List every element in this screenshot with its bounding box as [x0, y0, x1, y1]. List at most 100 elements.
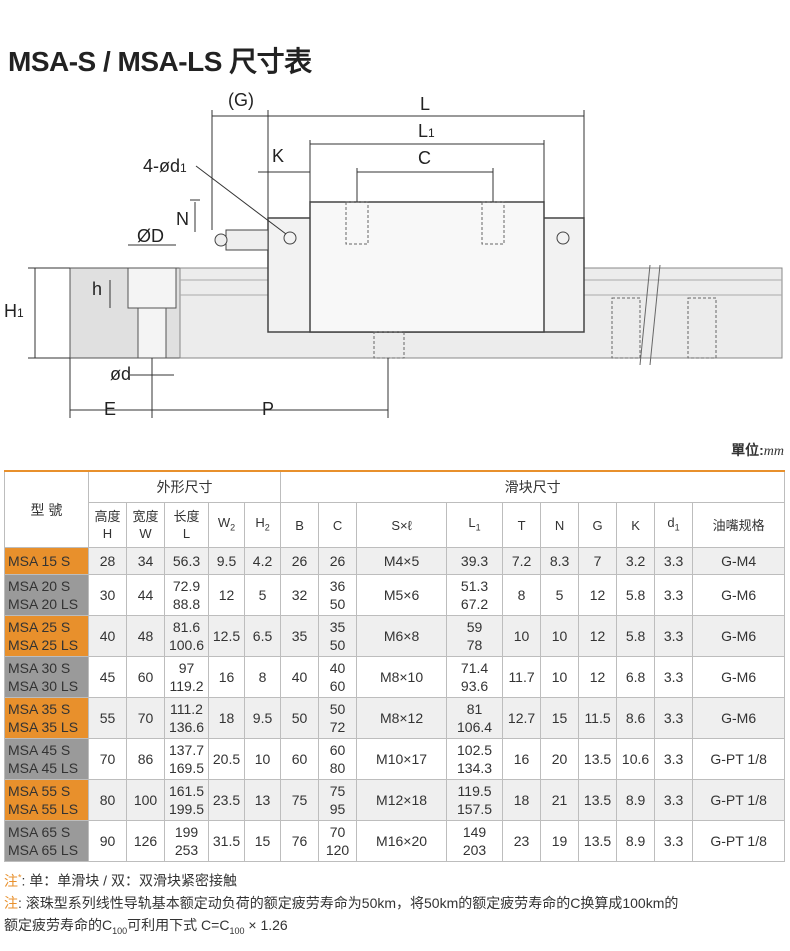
- table-cell-w: 86: [126, 738, 165, 780]
- dim-label-c: C: [418, 148, 431, 168]
- table-cell-s: M10×17: [356, 738, 448, 780]
- table-cell-k: 3.2: [616, 547, 656, 575]
- sub-header-symbol: L1: [468, 514, 481, 533]
- dim-label-l1: L: [418, 121, 428, 141]
- table-cell-h2: 8: [243, 656, 282, 698]
- sub-header-main: 宽度: [132, 509, 159, 524]
- table-cell-h2: 4.2: [243, 547, 282, 575]
- svg-text:H1: H1: [4, 301, 24, 321]
- table-cell-d1: 3.3: [654, 547, 694, 575]
- table-cell-w2: 12: [208, 574, 245, 616]
- sub-header: S×ℓ: [356, 502, 448, 548]
- table-cell-g: 13.5: [578, 820, 618, 862]
- note-1: 注*: 单：单滑块 / 双：双滑块紧密接触: [4, 866, 678, 892]
- table-cell-b: 75: [280, 779, 320, 821]
- sub-header-symbol: W: [139, 526, 152, 541]
- table-cell-nipple: G-M6: [692, 615, 786, 657]
- table-cell-h2: 13: [243, 779, 282, 821]
- sub-header-main: 油嘴规格: [712, 517, 765, 533]
- table-cell-s: M12×18: [356, 779, 448, 821]
- table-cell-d1: 3.3: [654, 697, 694, 739]
- table-cell-h2: 10: [243, 738, 282, 780]
- table-cell-g: 12: [578, 615, 618, 657]
- dim-label-h1-sub: 1: [17, 306, 24, 320]
- table-cell-n: 20: [540, 738, 580, 780]
- table-cell-d1: 3.3: [654, 820, 694, 862]
- sub-header: T: [502, 502, 542, 548]
- sub-header-symbol: K: [631, 517, 640, 533]
- unit-label-text: 單位:: [731, 442, 764, 458]
- model-header: 型 號: [4, 470, 89, 548]
- table-cell-s: M8×12: [356, 697, 448, 739]
- table-cell-h: 30: [88, 574, 127, 616]
- table-cell-n: 21: [540, 779, 580, 821]
- sub-header: 宽度 W: [126, 502, 165, 548]
- sub-header-symbol: N: [554, 517, 565, 533]
- table-cell-w: 48: [126, 615, 165, 657]
- table-cell-h: 70: [88, 738, 127, 780]
- svg-text:L1: L1: [418, 121, 435, 141]
- table-cell-s: M6×8: [356, 615, 448, 657]
- unit-value: mm: [763, 444, 784, 459]
- table-cell-w2: 23.5: [208, 779, 245, 821]
- table-cell-n: 10: [540, 615, 580, 657]
- table-cell-g: 12: [578, 574, 618, 616]
- table-cell-l1: 39.3: [446, 547, 504, 575]
- table-cell-b: 50: [280, 697, 320, 739]
- note-2-sub: 100: [112, 925, 128, 936]
- dim-label-p: P: [262, 399, 274, 419]
- table-cell-k: 10.6: [616, 738, 656, 780]
- table-cell-w: 70: [126, 697, 165, 739]
- table-cell-w2: 18: [208, 697, 245, 739]
- table-cell-nipple: G-M6: [692, 656, 786, 698]
- table-cell-g: 13.5: [578, 738, 618, 780]
- sub-header-main: 高度: [94, 509, 121, 524]
- table-cell-nipple: G-PT 1/8: [692, 738, 786, 780]
- table-cell-t: 10: [502, 615, 542, 657]
- table-cell-h: 28: [88, 547, 127, 575]
- outer-dimensions-header: 外形尺寸: [87, 470, 282, 503]
- table-cell-d1: 3.3: [654, 779, 694, 821]
- notes: 注*: 单：单滑块 / 双：双滑块紧密接触 注: 滚珠型系列线性导轨基本额定动负…: [4, 866, 678, 941]
- table-cell-nipple: G-M6: [692, 697, 786, 739]
- table-cell-b: 60: [280, 738, 320, 780]
- sub-header-symbol: B: [295, 517, 304, 533]
- note-1-mark: 注: [4, 872, 18, 889]
- dim-label-d1: 4-ød: [143, 156, 180, 176]
- dim-label-n: N: [176, 209, 189, 229]
- note-1-star: *: [18, 872, 22, 882]
- table-cell-g: 11.5: [578, 697, 618, 739]
- dim-label-od: ØD: [137, 226, 164, 246]
- note-1-text: : 单：单滑块 / 双：双滑块紧密接触: [21, 872, 237, 889]
- table-cell-w2: 20.5: [208, 738, 245, 780]
- table-cell-k: 5.8: [616, 615, 656, 657]
- sub-header: G: [578, 502, 618, 548]
- table-cell-n: 8.3: [540, 547, 580, 575]
- table-cell-nipple: G-M4: [692, 547, 786, 575]
- sub-header: B: [280, 502, 320, 548]
- table-cell-h2: 15: [243, 820, 282, 862]
- table-cell-k: 8.6: [616, 697, 656, 739]
- table-cell-t: 8: [502, 574, 542, 616]
- note-2-line2c: × 1.26: [244, 916, 288, 933]
